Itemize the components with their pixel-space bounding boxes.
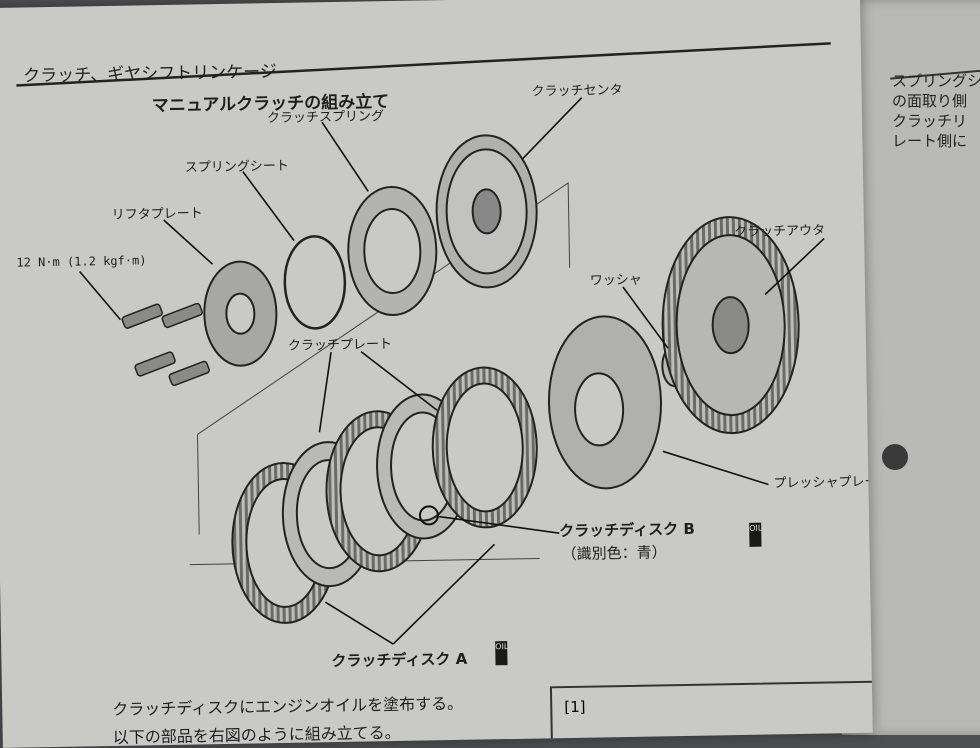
label-torque: 12 N·m (1.2 kgf·m) (16, 253, 147, 270)
facing-page-text-4: レート側に (892, 132, 968, 150)
label-clutch-disc-a: クラッチディスク A (331, 649, 468, 671)
section-title: クラッチ、ギヤシフトリンケージ (23, 62, 277, 87)
body-text-line-2: 以下の部品を右図のように組み立てる。 (112, 722, 401, 747)
disc-b-id-mark (418, 505, 439, 526)
clutch-exploded-diagram (16, 42, 831, 645)
label-pressure-plate: プレッシャプレート (773, 474, 873, 492)
label-color-id: （識別色：青） (561, 543, 667, 564)
manual-page: クラッチ、ギヤシフトリンケージ マニュアルクラッチの組み立て クラッチセンタ ク… (0, 0, 873, 748)
label-clutch-spring: クラッチスプリング (266, 109, 385, 127)
bolts (121, 302, 210, 387)
pressure-plate (547, 315, 662, 490)
clutch-outer (661, 216, 800, 435)
clutch-disc-stack (231, 366, 538, 624)
oil-icon: OIL (749, 522, 762, 547)
label-clutch-outer: クラッチアウタ (733, 223, 826, 241)
header-rule (16, 42, 831, 87)
spring-seat (283, 235, 347, 330)
oil-icon: OIL (495, 641, 508, 666)
label-clutch-disc-b: クラッチディスク B (559, 519, 695, 541)
facing-page-text-1: スプリングシ (892, 72, 980, 90)
note-box: [1] (549, 680, 873, 748)
note-box-label: [1] (564, 697, 586, 717)
facing-page-text-2: の面取り側 (892, 92, 968, 110)
clutch-center (435, 134, 538, 289)
label-washer: ワッシャ (589, 272, 642, 289)
lifter-plate (203, 260, 278, 367)
label-spring-seat: スプリングシート (184, 158, 289, 176)
leader-lines (79, 97, 825, 645)
clutch-spring (347, 186, 438, 317)
label-clutch-center: クラッチセンタ (531, 82, 623, 100)
label-lifter-plate: リフタプレート (111, 206, 203, 223)
facing-page-text-3: クラッチリ (892, 112, 968, 130)
label-clutch-plate: クラッチプレート (287, 337, 393, 354)
binder-hole (882, 444, 908, 470)
